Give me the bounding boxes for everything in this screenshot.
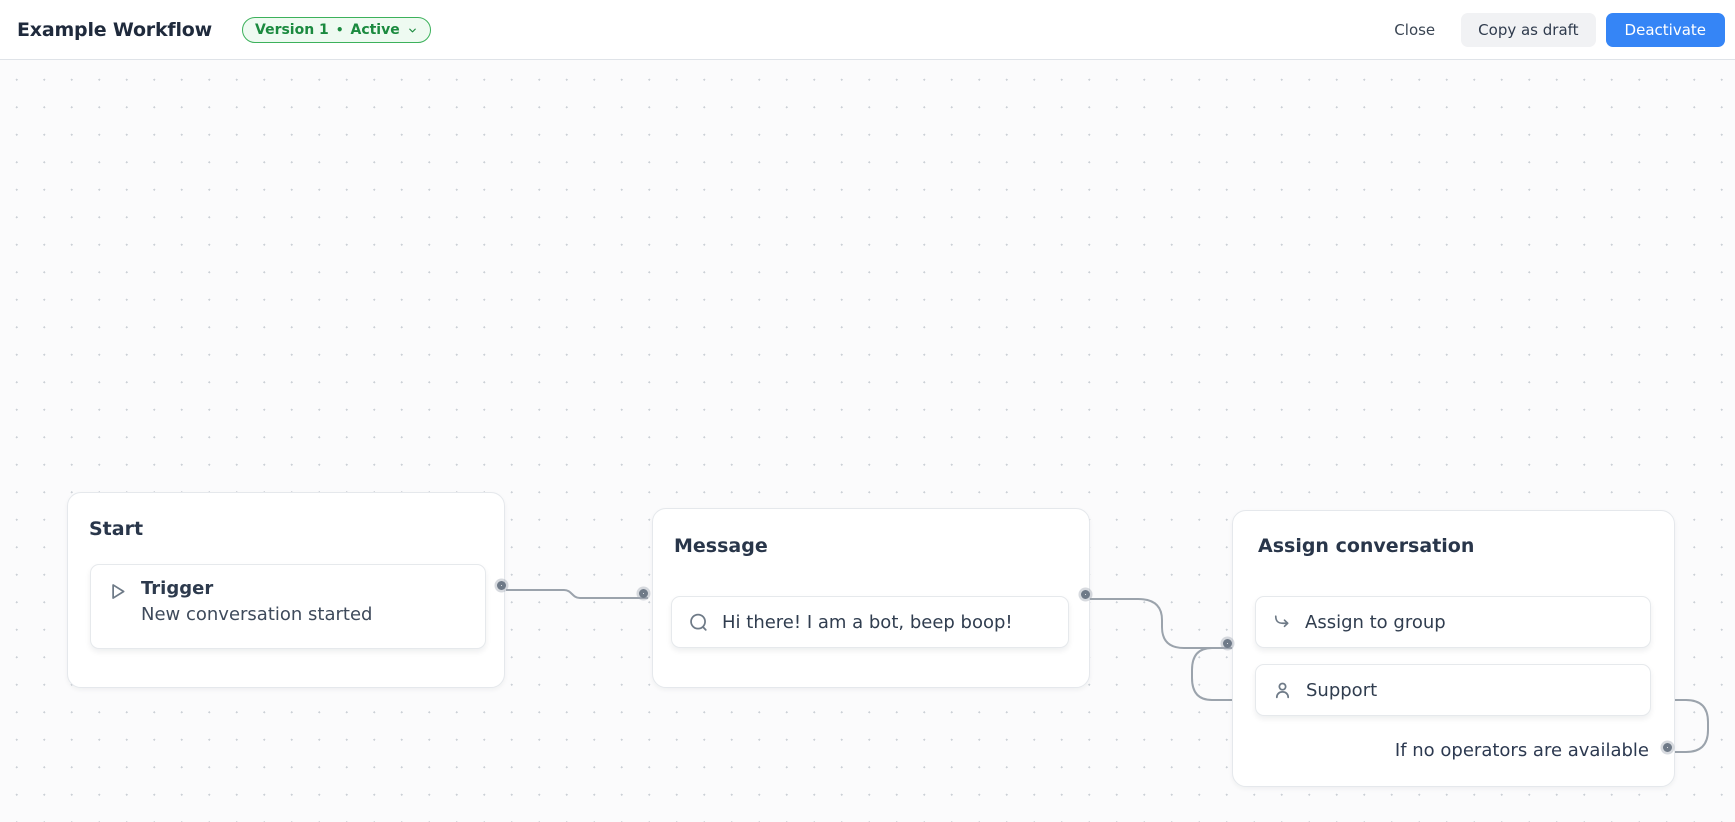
chevron-down-icon xyxy=(407,24,418,36)
port-message-output[interactable] xyxy=(1081,590,1090,599)
deactivate-button[interactable]: Deactivate xyxy=(1605,12,1725,47)
badge-separator: • xyxy=(335,22,344,37)
trigger-title: Trigger xyxy=(141,578,214,599)
version-label: Version 1 xyxy=(255,21,329,38)
support-group-row[interactable]: Support xyxy=(1255,664,1651,716)
edge-start-to-message xyxy=(506,589,648,599)
node-start[interactable]: Start Trigger New conversation started xyxy=(67,492,505,688)
node-assign-conversation[interactable]: Assign conversation Assign to group Supp… xyxy=(1232,510,1675,787)
node-start-title: Start xyxy=(89,518,144,540)
port-assign-input[interactable] xyxy=(1223,639,1232,648)
play-icon xyxy=(107,581,128,602)
assign-to-group-row[interactable]: Assign to group xyxy=(1255,596,1651,648)
assign-to-group-label: Assign to group xyxy=(1305,611,1446,633)
trigger-subtitle: New conversation started xyxy=(141,604,373,625)
copy-as-draft-button[interactable]: Copy as draft xyxy=(1461,12,1596,47)
message-text-row[interactable]: Hi there! I am a bot, beep boop! xyxy=(671,596,1069,648)
port-message-input[interactable] xyxy=(639,589,648,598)
node-message-title: Message xyxy=(674,535,768,557)
assign-arrow-icon xyxy=(1272,612,1292,632)
port-start-output[interactable] xyxy=(497,581,506,590)
port-fallback-output[interactable] xyxy=(1663,743,1672,752)
node-assign-title: Assign conversation xyxy=(1258,535,1475,557)
node-message[interactable]: Message Hi there! I am a bot, beep boop! xyxy=(652,508,1090,688)
message-text: Hi there! I am a bot, beep boop! xyxy=(722,611,1013,633)
header-bar: Example Workflow Version 1 • Active Clos… xyxy=(0,0,1735,60)
workflow-canvas[interactable]: Start Trigger New conversation started M… xyxy=(0,60,1735,822)
fallback-branch-label: If no operators are available xyxy=(1394,740,1649,761)
close-button[interactable]: Close xyxy=(1380,13,1449,47)
status-label: Active xyxy=(350,21,400,38)
trigger-row[interactable]: Trigger New conversation started xyxy=(90,564,486,649)
support-group-label: Support xyxy=(1306,679,1378,701)
version-status-badge[interactable]: Version 1 • Active xyxy=(242,16,431,43)
page-title: Example Workflow xyxy=(17,18,212,41)
user-icon xyxy=(1272,680,1293,701)
edge-message-to-assign xyxy=(1090,598,1232,649)
chat-bubble-icon xyxy=(688,612,709,633)
